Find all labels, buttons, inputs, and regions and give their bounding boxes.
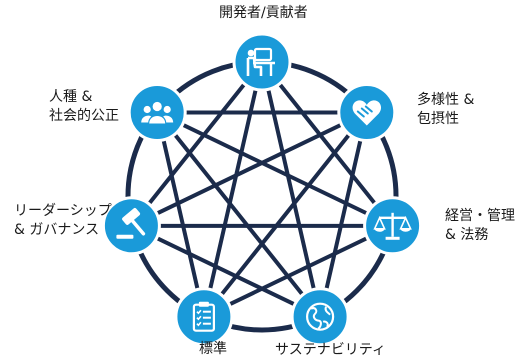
globe-icon [306, 302, 335, 331]
people-group-icon [141, 101, 174, 124]
label-line: 人種 & [49, 89, 93, 105]
label-governance: リーダーシップ & ガバナンス [14, 202, 112, 240]
node-circle [290, 287, 350, 347]
scales-icon [373, 212, 412, 240]
label-line: 経営・管理 [445, 208, 515, 224]
connection-line [260, 60, 323, 319]
node-circle [101, 196, 161, 256]
node-equity [127, 83, 187, 142]
label-line: リーダーシップ [14, 203, 112, 219]
label-line: & ガバナンス [14, 222, 100, 238]
label-line: 包摂性 [417, 111, 459, 127]
label-legal: 経営・管理 & 法務 [445, 207, 515, 245]
connection-line [155, 110, 206, 319]
connection-line [260, 60, 395, 228]
connection-line [201, 110, 369, 319]
connection-line [155, 110, 395, 228]
label-line: 社会的公正 [49, 108, 119, 124]
label-standards: 標準 [199, 340, 227, 359]
node-legal [363, 196, 423, 256]
gavel-icon [116, 208, 146, 239]
connection-line [129, 60, 264, 228]
developer-desk-icon [246, 47, 275, 76]
node-diversity [337, 83, 397, 142]
node-circle [127, 83, 187, 142]
node-circles [101, 32, 423, 347]
connection-line [318, 110, 369, 319]
node-developers [232, 32, 292, 92]
label-sustainability: サステナビリティ [275, 341, 386, 360]
connection-lines [125, 59, 399, 333]
node-governance [101, 196, 161, 256]
connection-line [201, 60, 264, 319]
label-line: & 法務 [445, 227, 489, 243]
node-standards [174, 287, 234, 347]
label-line: サステナビリティ [275, 342, 386, 358]
connection-line [129, 110, 369, 228]
label-line: 標準 [199, 341, 227, 357]
label-line: 多様性 & [417, 92, 475, 108]
label-line: 開発者/貢献者 [219, 5, 308, 21]
connection-line [155, 110, 323, 319]
label-diversity: 多様性 & 包摂性 [417, 91, 474, 129]
heart-handshake-icon [352, 100, 382, 126]
connection-line [201, 223, 395, 319]
node-sustainability [290, 287, 350, 347]
label-developers: 開発者/貢献者 [219, 4, 308, 23]
label-equity: 人種 & 社会的公正 [49, 88, 119, 126]
connection-line [129, 223, 323, 319]
checklist-clipboard-icon [192, 301, 215, 332]
